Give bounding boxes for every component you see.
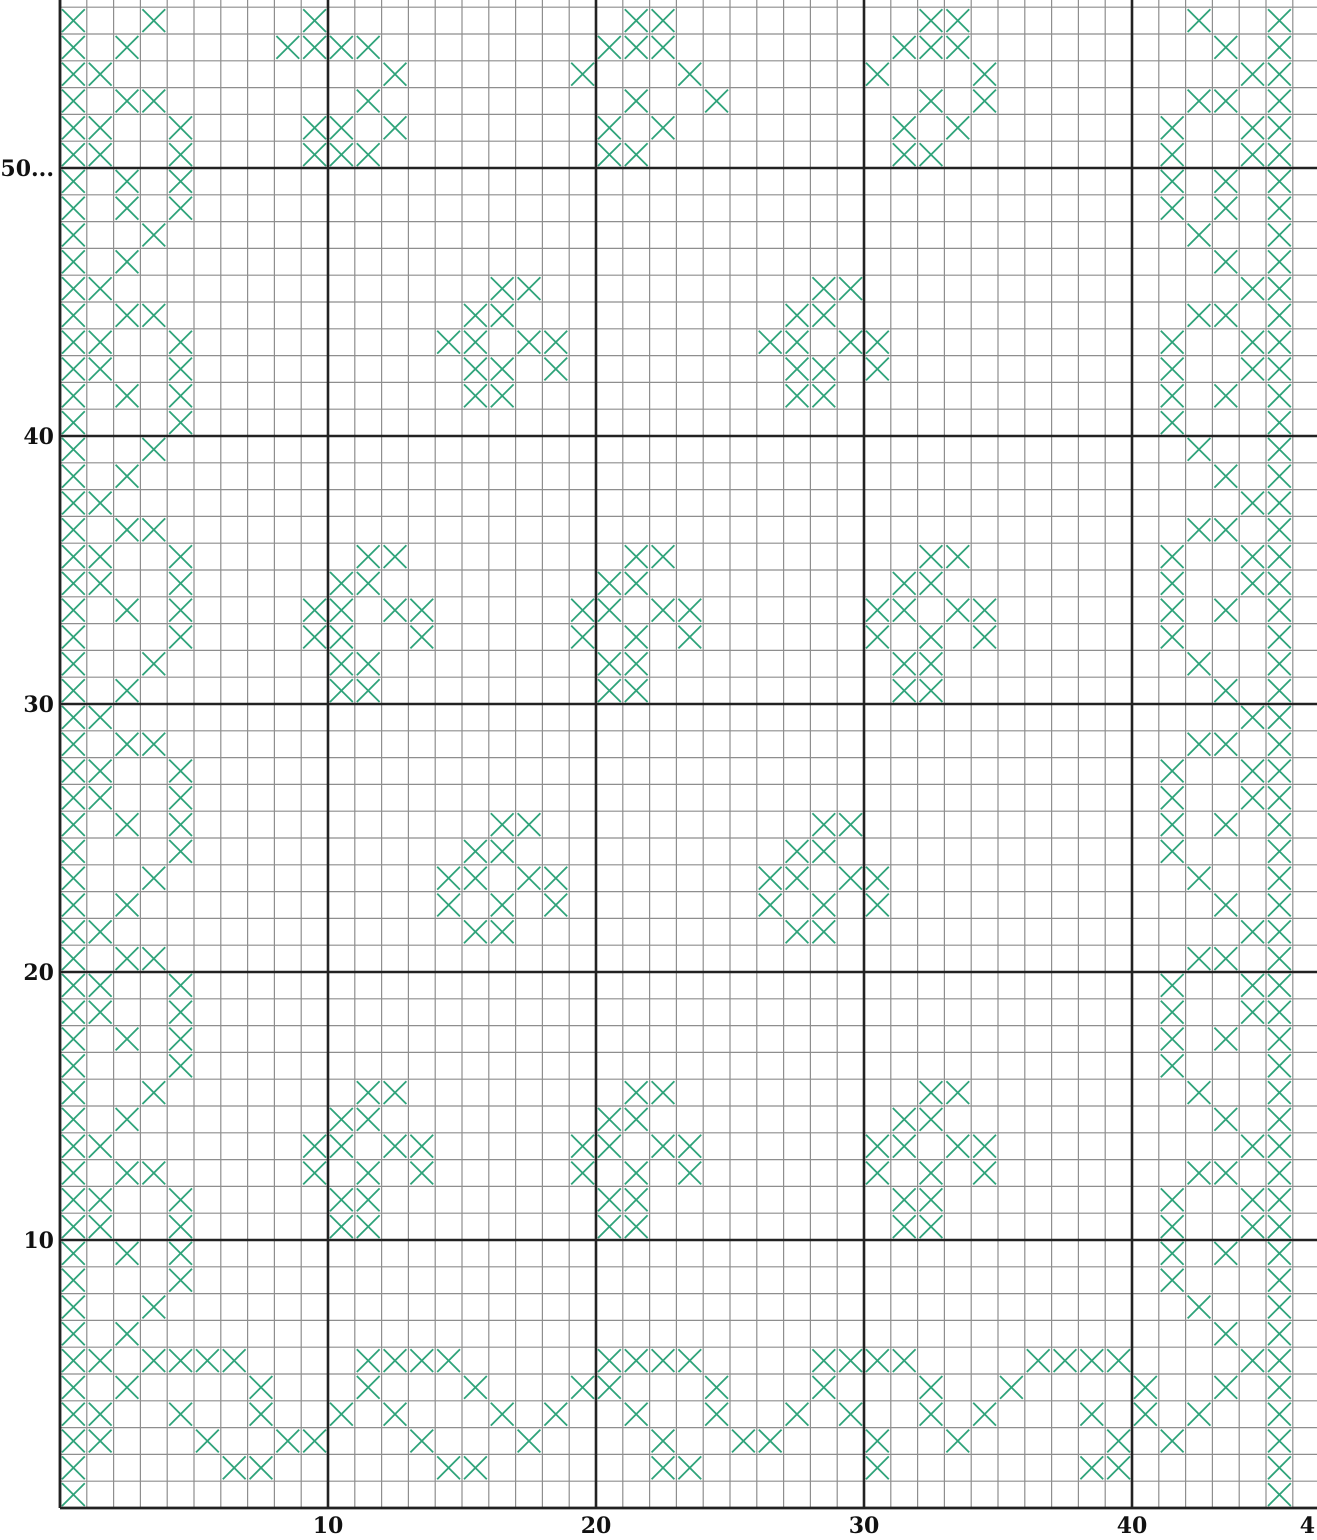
y-tick-label: 20 — [23, 960, 54, 986]
x-tick-label: 30 — [849, 1513, 880, 1536]
y-tick-label: 10 — [23, 1228, 54, 1254]
x-tick-label: 40 — [1117, 1513, 1148, 1536]
y-tick-label: 40 — [23, 424, 54, 450]
y-tick-label: 30 — [23, 692, 54, 718]
y-tick-label: 50... — [0, 156, 54, 182]
x-tick-label: 10 — [313, 1513, 344, 1536]
x-tick-label: 4 — [1300, 1513, 1315, 1536]
x-tick-label: 20 — [581, 1513, 612, 1536]
